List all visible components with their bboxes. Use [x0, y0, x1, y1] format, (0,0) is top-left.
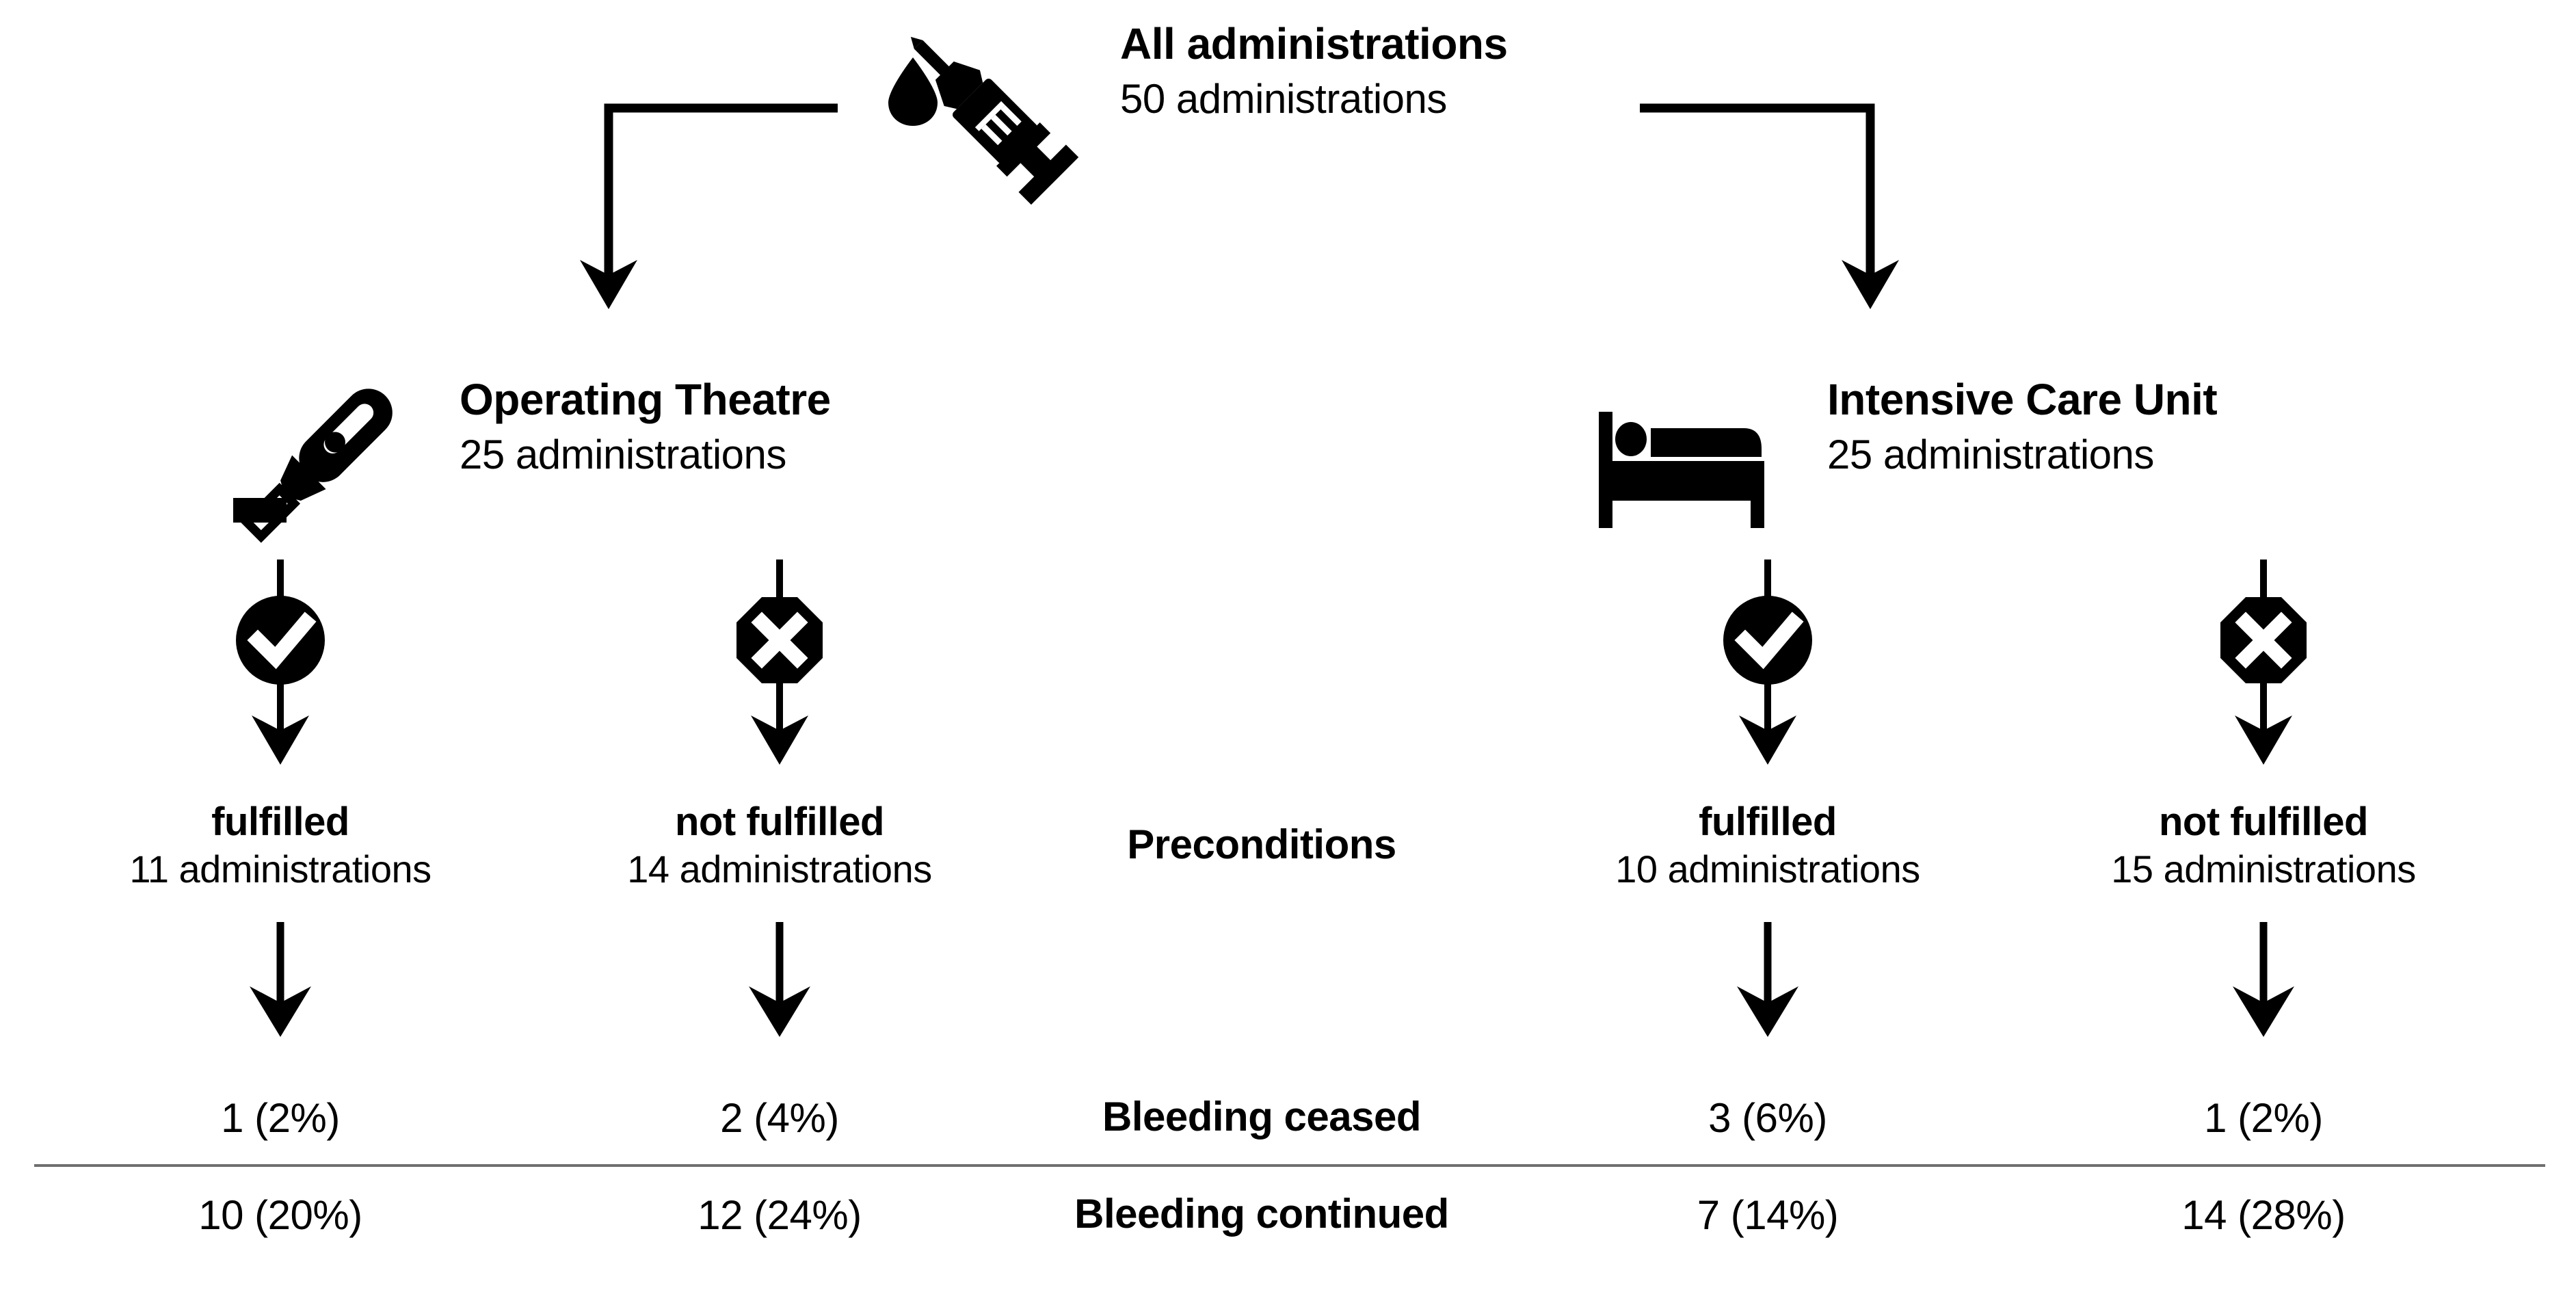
value-ceased-ot-fulfilled: 1 (2%)	[221, 1095, 340, 1141]
value-ceased-icu-not-fulfilled: 1 (2%)	[2204, 1095, 2323, 1141]
scalpel-icon	[228, 378, 426, 543]
status-connector-ot-not-fulfilled	[694, 532, 865, 806]
column-label-icu-fulfilled: fulfilled	[1699, 800, 1837, 844]
column-label-ot-fulfilled: fulfilled	[211, 800, 349, 844]
branch-icu-title: Intensive Care Unit	[1827, 375, 2218, 424]
row-label-bleeding-ceased: Bleeding ceased	[1102, 1094, 1422, 1140]
value-continued-icu-not-fulfilled: 14 (28%)	[2181, 1192, 2346, 1238]
status-connector-icu-fulfilled	[1682, 532, 1853, 806]
column-count-ot-fulfilled: 11 administrations	[129, 847, 431, 891]
cross-octagon-icon	[736, 597, 823, 683]
check-circle-icon	[236, 596, 325, 685]
root-branch-connectors	[580, 96, 1899, 315]
outcome-arrow-ot-fulfilled	[195, 917, 366, 1064]
column-count-ot-not-fulfilled: 14 administrations	[627, 847, 932, 891]
value-continued-ot-fulfilled: 10 (20%)	[198, 1192, 362, 1238]
column-label-ot-not-fulfilled: not fulfilled	[675, 800, 885, 844]
row-divider	[34, 1164, 2545, 1167]
branch-ot-title: Operating Theatre	[460, 375, 831, 424]
check-circle-icon	[1723, 596, 1812, 685]
hospital-bed-icon	[1595, 410, 1793, 530]
branch-ot-subtitle: 25 administrations	[460, 432, 786, 477]
preconditions-label: Preconditions	[1127, 821, 1396, 867]
value-continued-icu-fulfilled: 7 (14%)	[1697, 1192, 1839, 1238]
column-count-icu-not-fulfilled: 15 administrations	[2111, 847, 2416, 891]
outcome-arrow-icu-fulfilled	[1682, 917, 1853, 1064]
cross-octagon-icon	[2220, 597, 2307, 683]
outcome-arrow-ot-not-fulfilled	[694, 917, 865, 1064]
outcome-arrow-icu-not-fulfilled	[2178, 917, 2349, 1064]
syringe-icon	[886, 15, 1091, 213]
column-count-icu-fulfilled: 10 administrations	[1615, 847, 1920, 891]
value-ceased-icu-fulfilled: 3 (6%)	[1708, 1095, 1827, 1141]
status-connector-ot-fulfilled	[195, 532, 366, 806]
root-subtitle: 50 administrations	[1120, 76, 1447, 122]
value-continued-ot-not-fulfilled: 12 (24%)	[698, 1192, 862, 1238]
branch-icu-subtitle: 25 administrations	[1827, 432, 2154, 477]
status-connector-icu-not-fulfilled	[2178, 532, 2349, 806]
root-title: All administrations	[1120, 19, 1508, 68]
row-label-bleeding-continued: Bleeding continued	[1074, 1191, 1449, 1237]
column-label-icu-not-fulfilled: not fulfilled	[2159, 800, 2369, 844]
value-ceased-ot-not-fulfilled: 2 (4%)	[720, 1095, 839, 1141]
